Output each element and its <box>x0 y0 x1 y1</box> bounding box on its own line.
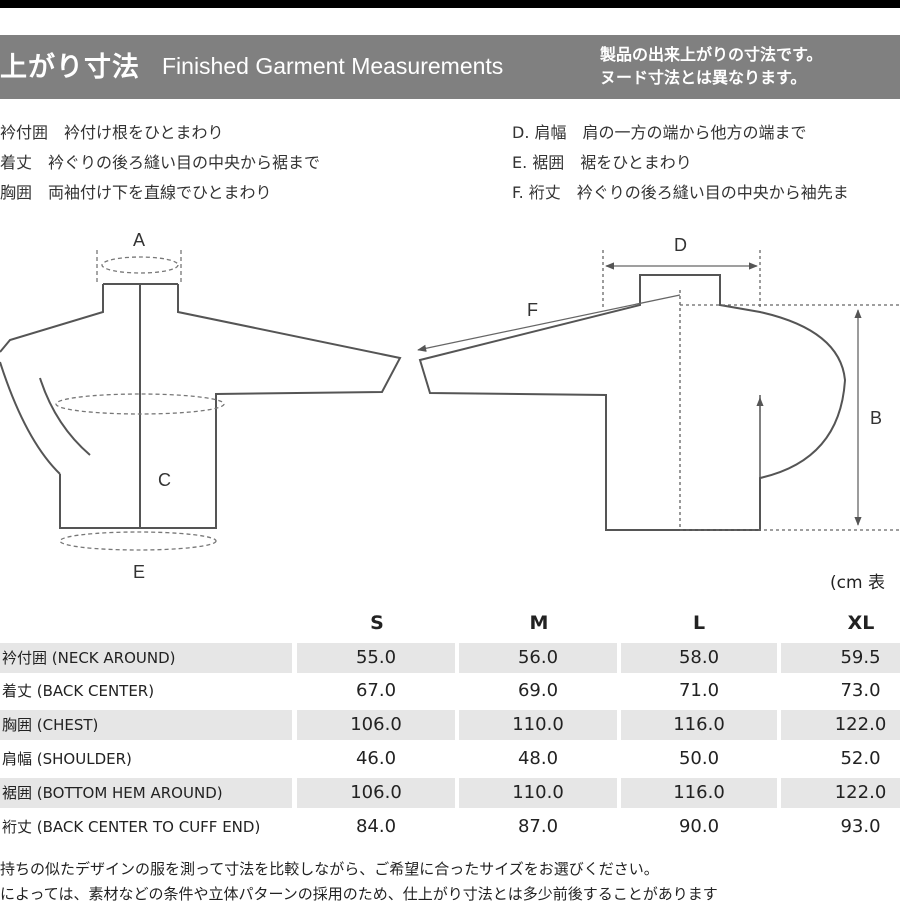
definition-b: 着丈 衿ぐりの後ろ縫い目の中央から裾まで <box>0 153 321 172</box>
row-label: 裾囲 (BOTTOM HEM AROUND) <box>0 778 292 808</box>
cell-m: 69.0 <box>517 680 559 701</box>
garment-diagram: A C E D F B <box>0 230 900 582</box>
cell-s: 55.0 <box>297 643 455 673</box>
size-header-xl: XL <box>847 612 875 634</box>
size-header-l: L <box>692 612 706 634</box>
cell-l: 116.0 <box>621 778 777 808</box>
cell-s: 106.0 <box>297 710 455 740</box>
cell-l: 90.0 <box>678 816 720 837</box>
label-b: B <box>870 408 882 428</box>
cell-m: 110.0 <box>459 778 617 808</box>
label-d: D <box>674 235 687 255</box>
table-row-neck: 衿付囲 (NECK AROUND) 55.0 56.0 58.0 59.5 <box>0 643 900 673</box>
top-border <box>0 0 900 8</box>
cell-xl: 122.0 <box>781 778 900 808</box>
label-f: F <box>527 300 538 320</box>
front-dashed-guides <box>55 250 225 551</box>
label-c: C <box>158 470 171 490</box>
title-en: Finished Garment Measurements <box>162 53 504 79</box>
label-a: A <box>133 230 145 250</box>
size-header-s: S <box>370 612 384 634</box>
cell-l: 58.0 <box>621 643 777 673</box>
cell-m: 110.0 <box>459 710 617 740</box>
cell-xl: 52.0 <box>840 748 881 769</box>
unit-label: (cm 表 <box>830 573 885 593</box>
cell-xl: 59.5 <box>781 643 900 673</box>
table-row-shoulder: 肩幅 (SHOULDER) 46.0 48.0 50.0 52.0 <box>0 744 900 774</box>
definition-c: 胸囲 両袖付け下を直線でひとまわり <box>0 183 272 202</box>
definition-d: D. 肩幅 肩の一方の端から他方の端まで <box>512 123 807 142</box>
header-note-line1: 製品の出来上がりの寸法です。 <box>600 45 823 64</box>
cell-s: 106.0 <box>297 778 455 808</box>
cell-m: 87.0 <box>517 816 559 837</box>
table-row-back-center: 着丈 (BACK CENTER) 67.0 69.0 71.0 73.0 <box>0 676 900 706</box>
front-garment <box>0 283 402 529</box>
title-jp: 上がり寸法 <box>0 52 140 83</box>
footer-line1: 持ちの似たデザインの服を測って寸法を比較しながら、ご希望に合ったサイズをお選びく… <box>0 860 659 878</box>
back-garment <box>418 274 847 531</box>
row-label: 着丈 (BACK CENTER) <box>2 682 155 700</box>
size-header-m: M <box>529 612 549 634</box>
label-e: E <box>133 562 145 582</box>
cell-l: 116.0 <box>621 710 777 740</box>
footer-line2: によっては、素材などの条件や立体パターンの採用のため、仕上がり寸法とは多少前後す… <box>0 885 718 903</box>
cell-l: 50.0 <box>678 748 720 769</box>
header-note: 製品の出来上がりの寸法です。 ヌード寸法とは異なります。 <box>600 43 822 89</box>
cell-m: 48.0 <box>517 748 559 769</box>
row-label: 肩幅 (SHOULDER) <box>2 750 132 768</box>
back-guides <box>417 250 900 531</box>
table-row-sleeve: 裄丈 (BACK CENTER TO CUFF END) 84.0 87.0 9… <box>0 812 900 842</box>
row-label: 衿付囲 (NECK AROUND) <box>0 643 292 673</box>
cell-s: 46.0 <box>355 748 397 769</box>
table-row-hem: 裾囲 (BOTTOM HEM AROUND) 106.0 110.0 116.0… <box>0 778 900 808</box>
header-note-line2: ヌード寸法とは異なります。 <box>600 68 807 87</box>
cell-s: 84.0 <box>355 816 397 837</box>
table-row-chest: 胸囲 (CHEST) 106.0 110.0 116.0 122.0 <box>0 710 900 740</box>
cell-s: 67.0 <box>355 680 397 701</box>
definition-f: F. 裄丈 衿ぐりの後ろ縫い目の中央から袖先ま <box>512 183 849 202</box>
cell-xl: 93.0 <box>840 816 881 837</box>
cell-m: 56.0 <box>459 643 617 673</box>
row-label: 裄丈 (BACK CENTER TO CUFF END) <box>2 818 261 836</box>
cell-xl: 73.0 <box>840 680 881 701</box>
definition-e: E. 裾囲 裾をひとまわり <box>512 153 692 172</box>
header-banner: 上がり寸法 Finished Garment Measurements 製品の出… <box>0 35 900 99</box>
cell-l: 71.0 <box>678 680 720 701</box>
definition-a: 衿付囲 衿付け根をひとまわり <box>0 123 224 142</box>
row-label: 胸囲 (CHEST) <box>0 710 292 740</box>
cell-xl: 122.0 <box>781 710 900 740</box>
